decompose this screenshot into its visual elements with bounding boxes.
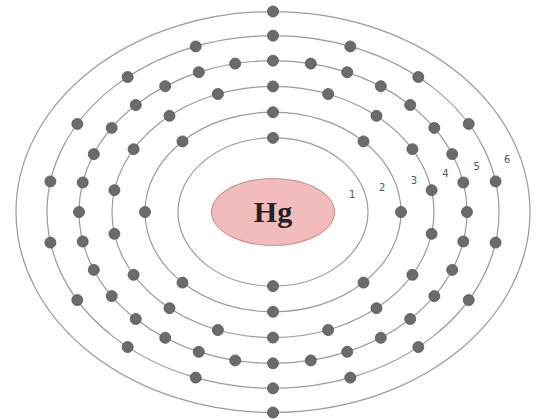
electron — [77, 236, 88, 247]
electron — [109, 185, 120, 196]
electron — [458, 177, 469, 188]
shell-orbit — [79, 61, 467, 364]
electron — [268, 332, 279, 343]
electron — [177, 136, 188, 147]
shell-orbit — [47, 36, 499, 389]
electron — [268, 407, 279, 418]
electron — [72, 295, 83, 306]
electron — [106, 291, 117, 302]
electron — [109, 228, 120, 239]
electron — [268, 55, 279, 66]
electron — [88, 264, 99, 275]
electron — [463, 295, 474, 306]
electron — [323, 325, 334, 336]
electron — [358, 277, 369, 288]
electron — [128, 269, 139, 280]
electron — [212, 325, 223, 336]
electron — [268, 358, 279, 369]
electron — [345, 41, 356, 52]
electron — [268, 306, 279, 317]
electron — [77, 177, 88, 188]
electron — [72, 118, 83, 129]
electron — [429, 291, 440, 302]
electron — [429, 122, 440, 133]
electron — [45, 176, 56, 187]
electron — [345, 372, 356, 383]
electron — [305, 355, 316, 366]
nucleus: Hg — [211, 178, 335, 246]
electron — [160, 332, 171, 343]
electron — [371, 110, 382, 121]
electron — [342, 67, 353, 78]
shell-orbit — [178, 138, 368, 286]
electron — [268, 107, 279, 118]
electron — [413, 72, 424, 83]
electron — [463, 118, 474, 129]
electron — [405, 100, 416, 111]
electron — [371, 303, 382, 314]
electron — [405, 314, 416, 325]
electron — [426, 228, 437, 239]
electron — [106, 122, 117, 133]
electron — [130, 100, 141, 111]
shell-orbit — [16, 12, 530, 413]
electron — [190, 372, 201, 383]
electron — [193, 67, 204, 78]
electron — [458, 236, 469, 247]
electron — [447, 264, 458, 275]
electron — [45, 237, 56, 248]
electron — [122, 72, 133, 83]
electron — [164, 110, 175, 121]
shell-number: 6 — [503, 154, 511, 165]
electron — [268, 383, 279, 394]
electron — [160, 81, 171, 92]
electron — [88, 149, 99, 160]
electron — [268, 6, 279, 17]
electron — [164, 303, 175, 314]
shell-orbit — [145, 112, 401, 312]
electron — [177, 277, 188, 288]
electron — [490, 237, 501, 248]
electron — [74, 207, 85, 218]
electron — [407, 269, 418, 280]
electron — [190, 41, 201, 52]
electron — [342, 346, 353, 357]
electron — [375, 81, 386, 92]
element-symbol: Hg — [254, 195, 292, 229]
electron — [407, 144, 418, 155]
electron — [268, 132, 279, 143]
electron — [212, 89, 223, 100]
electron — [426, 185, 437, 196]
electron — [375, 332, 386, 343]
electron — [130, 314, 141, 325]
electron — [490, 176, 501, 187]
shell-number: 5 — [473, 161, 481, 172]
electron — [140, 207, 151, 218]
electron — [193, 346, 204, 357]
electron — [128, 144, 139, 155]
shell-number: 3 — [410, 175, 418, 186]
shell-number: 1 — [348, 189, 356, 200]
shell-number: 2 — [378, 182, 386, 193]
electron — [413, 342, 424, 353]
electron — [230, 355, 241, 366]
electron — [447, 149, 458, 160]
shell-number: 4 — [441, 168, 449, 179]
electron — [122, 342, 133, 353]
electron — [305, 58, 316, 69]
electron — [462, 207, 473, 218]
electron — [268, 281, 279, 292]
electron — [268, 81, 279, 92]
electron — [396, 207, 407, 218]
electron — [230, 58, 241, 69]
electron — [268, 30, 279, 41]
electron — [358, 136, 369, 147]
shell-orbit — [112, 86, 434, 337]
electron — [323, 89, 334, 100]
